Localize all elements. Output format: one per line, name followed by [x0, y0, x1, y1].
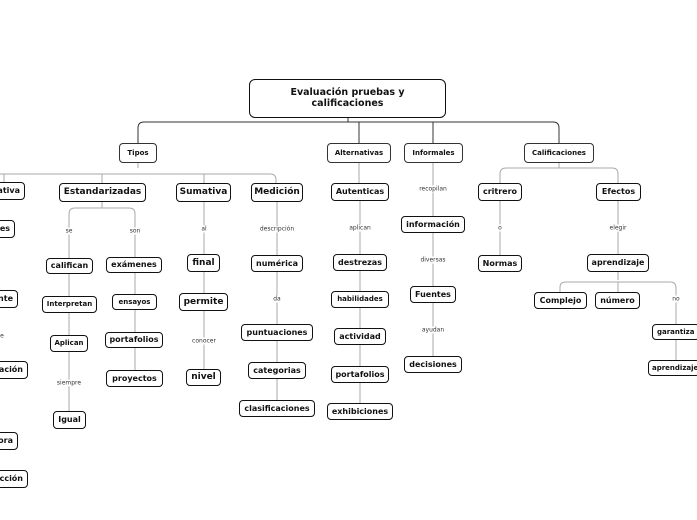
link-label-se: se [64, 227, 74, 235]
node-estandarizadas[interactable]: Estandarizadas [59, 183, 146, 202]
node-interpretan[interactable]: Interpretan [42, 296, 97, 313]
link-label-conocer: conocer [191, 337, 217, 345]
node-clasificaciones[interactable]: clasificaciones [239, 400, 315, 417]
node-numero[interactable]: número [595, 292, 640, 309]
category-informales[interactable]: Informales [404, 143, 463, 163]
node-actividad[interactable]: actividad [334, 328, 386, 345]
link-label-descripcion: descripción [258, 225, 296, 233]
category-alternativas[interactable]: Alternativas [327, 143, 391, 163]
node-final[interactable]: final [187, 254, 220, 272]
node-sumativa[interactable]: Sumativa [176, 183, 231, 202]
link-label-recopilan: recopilan [418, 185, 448, 193]
node-ensayos[interactable]: ensayos [112, 294, 157, 310]
node-habilidades[interactable]: habilidades [331, 291, 389, 308]
node-examenes[interactable]: exámenes [106, 257, 162, 273]
link-label-elegir: elegir [608, 224, 628, 232]
link-label-diversas: diversas [419, 256, 447, 264]
node-medicion[interactable]: Medición [251, 183, 303, 202]
node-normativa[interactable]: ativa [0, 182, 25, 200]
node-ora[interactable]: ora [0, 432, 18, 450]
node-aplican[interactable]: Aplican [50, 335, 88, 352]
node-portafolios[interactable]: portafolios [105, 332, 163, 348]
node-califican[interactable]: califican [46, 258, 93, 274]
node-nte[interactable]: nte [0, 290, 18, 308]
node-efectos[interactable]: Efectos [596, 183, 641, 201]
node-normas[interactable]: Normas [478, 255, 522, 272]
category-tipos[interactable]: Tipos [119, 143, 157, 163]
node-accion[interactable]: cción [0, 470, 28, 488]
node-destrezas[interactable]: destrezas [333, 254, 387, 271]
link-label-no: no [671, 295, 681, 303]
link-label-fragment: e [0, 332, 5, 340]
node-aprendizaje[interactable]: aprendizaje [587, 254, 649, 272]
node-portafolios-alt[interactable]: portafolios [331, 366, 389, 383]
node-numerica[interactable]: numérica [251, 255, 303, 272]
link-label-siempre: siempre [55, 379, 83, 387]
link-label-aplican: aplican [348, 224, 372, 232]
node-proyectos[interactable]: proyectos [106, 370, 163, 387]
node-informacion[interactable]: información [401, 216, 465, 233]
link-label-son: son [128, 227, 142, 235]
link-label-da: da [272, 295, 282, 303]
node-critrero[interactable]: critrero [478, 183, 522, 201]
node-igual[interactable]: Igual [53, 411, 86, 429]
root-node[interactable]: Evaluación pruebas y calificaciones [249, 79, 446, 118]
node-aprendizaje-2[interactable]: aprendizaje [648, 360, 697, 376]
node-exhibiciones[interactable]: exhibiciones [327, 403, 393, 420]
node-complejo[interactable]: Complejo [534, 292, 587, 309]
node-acion[interactable]: ación [0, 361, 28, 379]
node-permite[interactable]: permite [179, 293, 228, 311]
node-es[interactable]: es [0, 220, 15, 238]
node-fuentes[interactable]: Fuentes [410, 286, 456, 303]
node-nivel[interactable]: nivel [186, 369, 221, 386]
link-label-ayudan: ayudan [420, 326, 446, 334]
node-autenticas[interactable]: Autenticas [331, 183, 389, 201]
node-garantiza[interactable]: garantiza [652, 324, 697, 340]
node-puntuaciones[interactable]: puntuaciones [241, 324, 313, 341]
node-decisiones[interactable]: decisiones [404, 356, 462, 373]
category-calificaciones[interactable]: Calificaciones [524, 143, 594, 163]
link-label-o: o [497, 224, 503, 232]
link-label-al: al [200, 225, 208, 233]
node-categorias[interactable]: categorias [248, 362, 306, 379]
